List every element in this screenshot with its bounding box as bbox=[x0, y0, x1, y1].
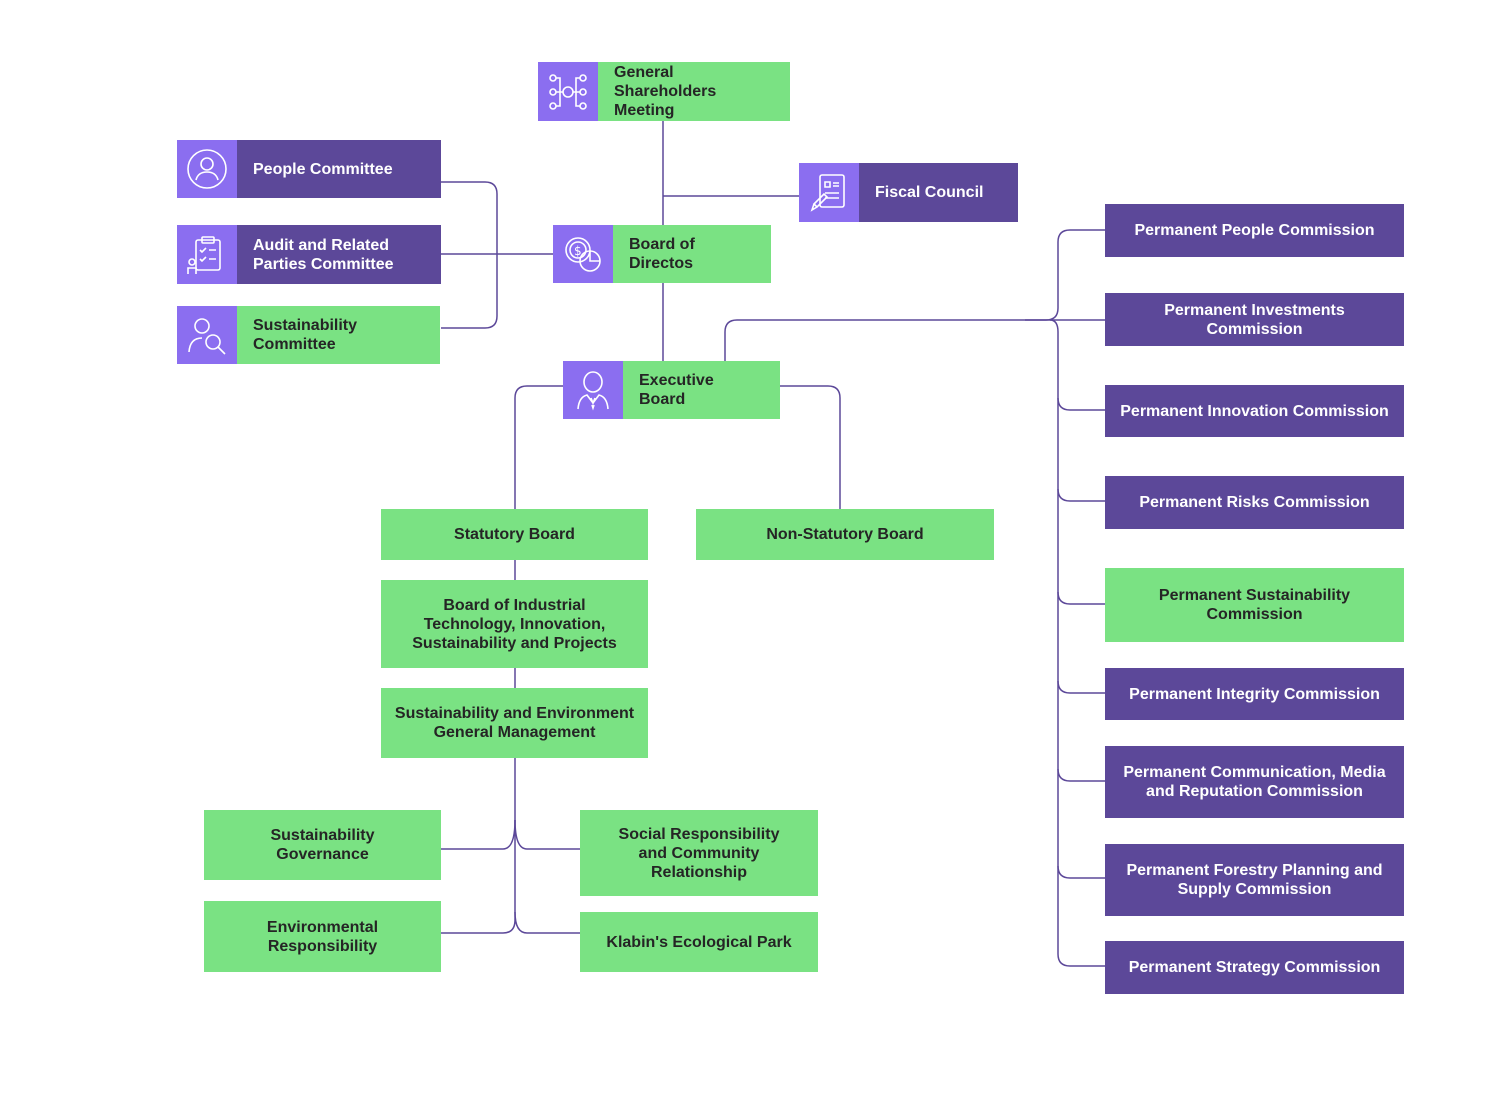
audit-committee-node: Audit and Related Parties Committee bbox=[177, 225, 441, 284]
commission-communication-node: Permanent Communication, Media and Reput… bbox=[1105, 746, 1404, 818]
commission-strategy-node: Permanent Strategy Commission bbox=[1105, 941, 1404, 994]
node-label: Sustainability Governance bbox=[270, 827, 375, 863]
node-label: Permanent Forestry Planning and Supply C… bbox=[1126, 862, 1383, 898]
coins-chart-icon: $ bbox=[553, 225, 613, 283]
svg-text:$: $ bbox=[574, 244, 582, 258]
ecological-park-node: Klabin's Ecological Park bbox=[580, 912, 818, 972]
node-label: Permanent Risks Commission bbox=[1139, 494, 1370, 511]
node-label: Permanent Investments Commission bbox=[1164, 301, 1345, 338]
node-label: Fiscal Council bbox=[859, 163, 1018, 222]
node-label: General Shareholders Meeting bbox=[598, 62, 790, 121]
non-statutory-board-node: Non-Statutory Board bbox=[696, 509, 994, 560]
document-sign-icon bbox=[799, 163, 859, 222]
node-label: Permanent Strategy Commission bbox=[1128, 959, 1381, 976]
node-label: Permanent Innovation Commission bbox=[1120, 402, 1389, 420]
sustainability-committee-node: Sustainability Committee bbox=[177, 306, 440, 364]
node-label: Social Responsibility and Community Rela… bbox=[618, 825, 780, 881]
node-label: Permanent People Commission bbox=[1134, 222, 1375, 239]
statutory-board-node: Statutory Board bbox=[381, 509, 648, 560]
general-shareholders-meeting-node: General Shareholders Meeting bbox=[538, 62, 790, 121]
sustainability-governance-node: Sustainability Governance bbox=[204, 810, 441, 880]
environmental-responsibility-node: Environmental Responsibility bbox=[204, 901, 441, 972]
executive-person-icon bbox=[563, 361, 623, 419]
node-label: Board of Directos bbox=[613, 225, 771, 283]
node-label: Executive Board bbox=[623, 361, 780, 419]
commission-integrity-node: Permanent Integrity Commission bbox=[1105, 668, 1404, 720]
commission-forestry-node: Permanent Forestry Planning and Supply C… bbox=[1105, 844, 1404, 916]
commission-people-node: Permanent People Commission bbox=[1105, 204, 1404, 257]
node-label: Environmental Responsibility bbox=[266, 918, 379, 955]
network-icon bbox=[538, 62, 598, 121]
commission-sustainability-node: Permanent Sustainability Commission bbox=[1105, 568, 1404, 642]
executive-board-node: Executive Board bbox=[563, 361, 780, 419]
node-label: Sustainability Committee bbox=[237, 306, 440, 364]
node-label: Board of Industrial Technology, Innovati… bbox=[412, 596, 617, 652]
node-label: People Committee bbox=[237, 140, 441, 198]
commission-innovation-node: Permanent Innovation Commission bbox=[1105, 385, 1404, 437]
clipboard-check-icon bbox=[177, 225, 237, 284]
user-circle-icon bbox=[177, 140, 237, 198]
node-label: Permanent Communication, Media and Reput… bbox=[1123, 764, 1386, 800]
social-responsibility-node: Social Responsibility and Community Rela… bbox=[580, 810, 818, 896]
node-label: Sustainability and Environment General M… bbox=[394, 705, 635, 741]
commission-investments-node: Permanent Investments Commission bbox=[1105, 293, 1404, 346]
node-label: Permanent Sustainability Commission bbox=[1158, 587, 1351, 623]
person-search-icon bbox=[177, 306, 237, 364]
node-label: Non-Statutory Board bbox=[766, 526, 924, 543]
node-label: Statutory Board bbox=[454, 526, 575, 543]
sustainability-environment-management-node: Sustainability and Environment General M… bbox=[381, 688, 648, 758]
node-label: Klabin's Ecological Park bbox=[606, 933, 792, 951]
commission-risks-node: Permanent Risks Commission bbox=[1105, 476, 1404, 529]
board-industrial-node: Board of Industrial Technology, Innovati… bbox=[381, 580, 648, 668]
fiscal-council-node: Fiscal Council bbox=[799, 163, 1018, 222]
node-label: Audit and Related Parties Committee bbox=[237, 225, 441, 284]
people-committee-node: People Committee bbox=[177, 140, 441, 198]
board-of-directors-node: $ Board of Directos bbox=[553, 225, 771, 283]
node-label: Permanent Integrity Commission bbox=[1129, 685, 1380, 703]
